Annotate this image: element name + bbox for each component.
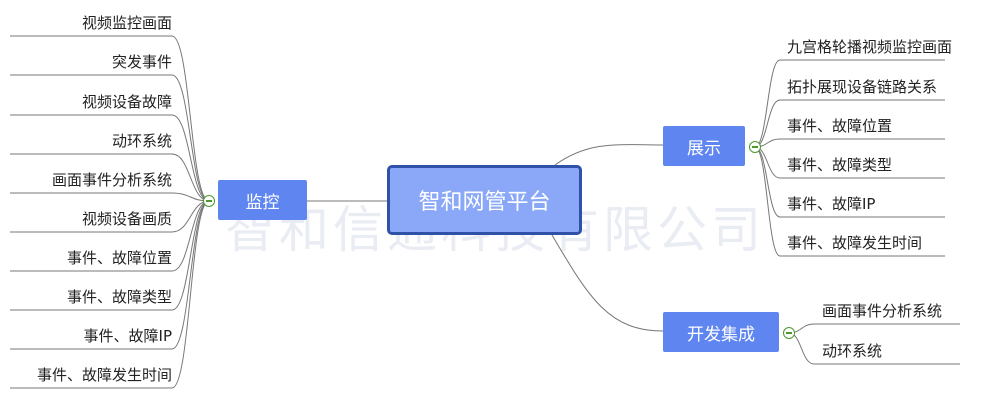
leaf-item[interactable]: 画面事件分析系统 xyxy=(51,171,172,189)
leaf-item[interactable]: 拓扑展现设备链路关系 xyxy=(787,78,938,96)
branch-node-display[interactable]: 展示 xyxy=(663,126,745,166)
connector-line xyxy=(10,35,210,202)
leaf-item[interactable]: 事件、故障位置 xyxy=(787,117,893,135)
leaf-item[interactable]: 动环系统 xyxy=(111,132,172,150)
connector-line xyxy=(754,138,945,148)
leaf-item[interactable]: 九宫格轮播视频监控画面 xyxy=(787,38,953,56)
connector-line xyxy=(10,114,210,202)
leaf-item[interactable]: 视频设备画质 xyxy=(81,210,172,228)
branch-node-integration[interactable]: 开发集成 xyxy=(663,312,779,352)
connector-line xyxy=(754,146,945,257)
leaf-item[interactable]: 动环系统 xyxy=(822,342,883,360)
root-node[interactable]: 智和网管平台 xyxy=(387,165,582,235)
leaf-item[interactable]: 突发事件 xyxy=(111,53,172,71)
collapse-toggle-icon[interactable] xyxy=(783,327,795,339)
collapse-toggle-icon[interactable] xyxy=(749,141,761,153)
leaf-item[interactable]: 视频监控画面 xyxy=(81,14,172,32)
leaf-item[interactable]: 事件、故障IP xyxy=(83,327,172,345)
leaf-item[interactable]: 事件、故障发生时间 xyxy=(36,366,172,384)
leaf-item[interactable]: 事件、故障类型 xyxy=(787,156,893,174)
connector-line xyxy=(10,200,210,389)
leaf-item[interactable]: 画面事件分析系统 xyxy=(822,302,943,320)
connector-line xyxy=(788,323,960,334)
leaf-item[interactable]: 事件、故障发生时间 xyxy=(787,234,923,252)
collapse-toggle-icon[interactable] xyxy=(203,195,215,207)
connector-line xyxy=(10,74,210,202)
branch-node-monitor[interactable]: 监控 xyxy=(218,180,307,220)
leaf-item[interactable]: 事件、故障类型 xyxy=(66,288,172,306)
leaf-item[interactable]: 事件、故障位置 xyxy=(66,249,172,267)
leaf-item[interactable]: 事件、故障IP xyxy=(787,195,876,213)
connector-line xyxy=(10,200,210,311)
connector-line xyxy=(10,192,210,202)
leaf-item[interactable]: 视频设备故障 xyxy=(81,93,172,111)
connector-line xyxy=(10,200,210,350)
